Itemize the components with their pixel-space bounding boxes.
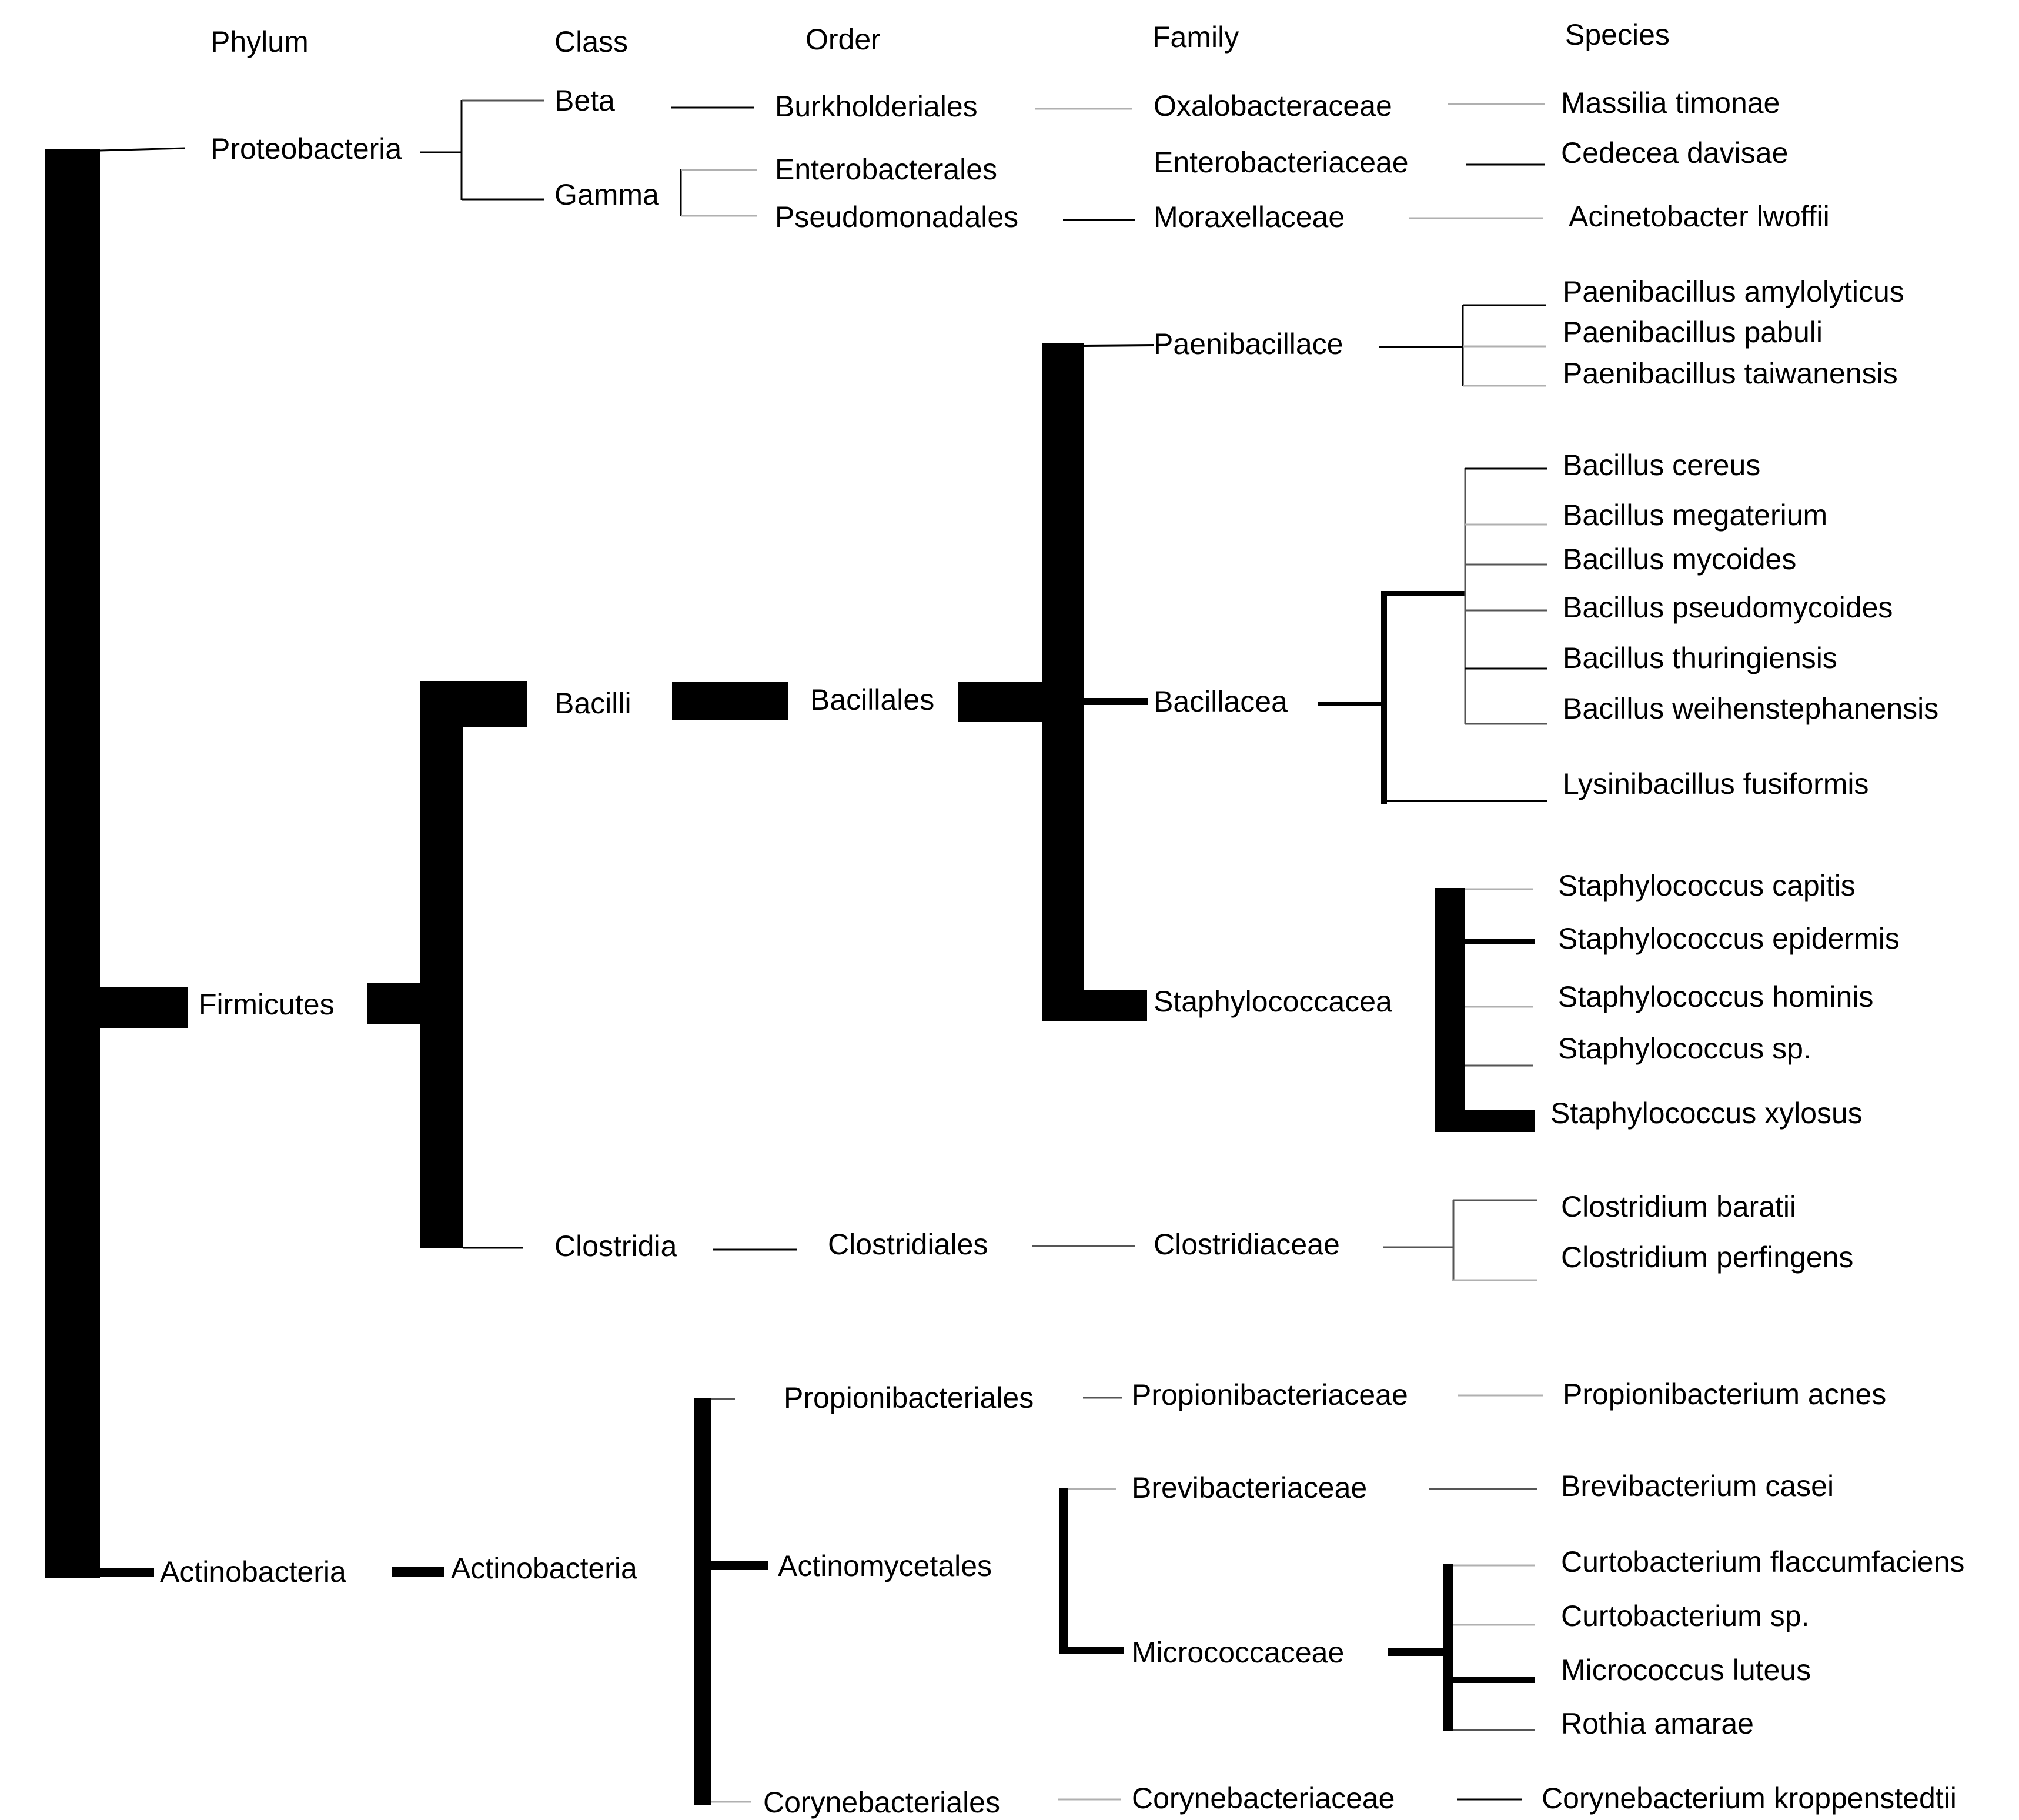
branch-bacilli-bacillales <box>672 682 788 720</box>
label-clostridiaceae: Clostridiaceae <box>1154 1228 1340 1261</box>
label-propionibacterium-acnes: Propionibacterium acnes <box>1563 1378 1886 1411</box>
branch-to-micrococcus-luteus <box>1453 1677 1535 1683</box>
label-micrococcaceae: Micrococcaceae <box>1132 1636 1344 1669</box>
branch-micrococcaceae-split <box>1443 1564 1453 1731</box>
label-proteobacteria: Proteobacteria <box>210 132 402 165</box>
tree-branches <box>45 99 1547 1805</box>
branch-micrococcaceae-stem <box>1388 1648 1449 1656</box>
phylum-labels: Proteobacteria Firmicutes Actinobacteria <box>160 132 402 1588</box>
label-propionibacteriaceae: Propionibacteriaceae <box>1132 1378 1408 1411</box>
class-labels: Beta Gamma Bacilli Clostridia Actinobact… <box>451 84 677 1585</box>
label-rothia-amarae: Rothia amarae <box>1561 1707 1754 1740</box>
label-corynebacteriaceae: Corynebacteriaceae <box>1132 1782 1395 1815</box>
label-paenibacillus-pabuli: Paenibacillus pabuli <box>1563 316 1823 349</box>
branch-root-actinobacteria <box>100 1568 154 1577</box>
label-bacilli: Bacilli <box>554 687 631 720</box>
branch-bacillacea-stem <box>1318 702 1386 706</box>
branch-to-paenibacillace <box>1083 344 1154 347</box>
label-staphylococcus-sp: Staphylococcus sp. <box>1558 1032 1811 1065</box>
label-bacillus-megaterium: Bacillus megaterium <box>1563 499 1827 532</box>
branch-to-micrococcaceae <box>1068 1647 1124 1654</box>
branch-to-bacillacea <box>1084 698 1148 705</box>
label-brevibacteriaceae: Brevibacteriaceae <box>1132 1471 1367 1504</box>
label-clostridium-baratii: Clostridium baratii <box>1561 1190 1796 1223</box>
branch-actinobacteria-split <box>694 1398 711 1805</box>
branch-bacillales-stem <box>958 682 1044 722</box>
label-bacillales: Bacillales <box>810 683 934 716</box>
branch-to-actinomycetales <box>711 1561 768 1570</box>
label-moraxellaceae: Moraxellaceae <box>1154 201 1345 233</box>
species-labels: Massilia timonae Cedecea davisae Acineto… <box>1542 86 1964 1815</box>
column-headers: Phylum Class Order Family Species <box>210 18 1670 58</box>
root-branch <box>45 149 100 1578</box>
label-propionibacteriales: Propionibacteriales <box>784 1381 1034 1414</box>
label-paenibacillace: Paenibacillace <box>1154 328 1343 360</box>
label-burkholderiales: Burkholderiales <box>775 90 978 123</box>
branch-staphylococcacea-split <box>1435 888 1465 1132</box>
branch-to-staphylococcacea <box>1084 990 1147 1021</box>
label-clostridium-perfingens: Clostridium perfingens <box>1561 1241 1853 1274</box>
label-massilia-timonae: Massilia timonae <box>1561 86 1780 119</box>
label-bacillus-cereus: Bacillus cereus <box>1563 449 1760 482</box>
branch-to-bacilli <box>420 681 527 727</box>
label-lysinibacillus-fusiformis: Lysinibacillus fusiformis <box>1563 767 1869 800</box>
label-paenibacillus-amylolyticus: Paenibacillus amylolyticus <box>1563 275 1904 308</box>
label-enterobacterales: Enterobacterales <box>775 153 997 186</box>
branch-root-proteobacteria <box>99 147 186 152</box>
label-cedecea-davisae: Cedecea davisae <box>1561 136 1788 169</box>
label-staphylococcus-capitis: Staphylococcus capitis <box>1558 869 1856 902</box>
branch-root-firmicutes <box>100 987 188 1028</box>
label-pseudomonadales: Pseudomonadales <box>775 201 1018 233</box>
label-paenibacillus-taiwanensis: Paenibacillus taiwanensis <box>1563 357 1898 390</box>
branch-to-staphylococcus-xylosus <box>1465 1110 1535 1132</box>
label-bacillus-weihenstephanensis: Bacillus weihenstephanensis <box>1563 692 1938 725</box>
branch-firmicutes-stem <box>367 983 423 1024</box>
branch-actinobacteria-phylum-class <box>392 1567 444 1577</box>
label-firmicutes: Firmicutes <box>199 988 335 1021</box>
label-actinobacteria-phylum: Actinobacteria <box>160 1555 346 1588</box>
family-labels: Oxalobacteraceae Enterobacteriaceae Mora… <box>1132 89 1409 1815</box>
label-beta: Beta <box>554 84 615 117</box>
label-acinetobacter-lwoffii: Acinetobacter lwoffii <box>1569 200 1830 233</box>
label-clostridia: Clostridia <box>554 1230 677 1263</box>
label-staphylococcus-epidermis: Staphylococcus epidermis <box>1558 922 1900 955</box>
label-bacillus-pseudomycoides: Bacillus pseudomycoides <box>1563 591 1893 624</box>
label-brevibacterium-casei: Brevibacterium casei <box>1561 1470 1834 1502</box>
label-curtobacterium-sp: Curtobacterium sp. <box>1561 1599 1809 1632</box>
branch-bacillacea-split <box>1381 591 1387 804</box>
header-class: Class <box>554 25 628 58</box>
label-staphylococcus-hominis: Staphylococcus hominis <box>1558 980 1873 1013</box>
label-staphylococcacea: Staphylococcacea <box>1154 985 1392 1018</box>
label-actinobacteria-class: Actinobacteria <box>451 1552 637 1585</box>
label-oxalobacteraceae: Oxalobacteraceae <box>1154 89 1392 122</box>
label-bacillus-thuringiensis: Bacillus thuringiensis <box>1563 642 1837 674</box>
label-clostridiales: Clostridiales <box>828 1228 988 1261</box>
label-bacillacea: Bacillacea <box>1154 685 1288 718</box>
header-family: Family <box>1152 21 1239 54</box>
branch-to-staphylococcus-epidermis <box>1465 939 1535 944</box>
label-corynebacteriales: Corynebacteriales <box>763 1786 1000 1819</box>
header-phylum: Phylum <box>210 25 309 58</box>
branch-firmicutes-split <box>420 681 463 1248</box>
label-staphylococcus-xylosus: Staphylococcus xylosus <box>1550 1097 1863 1130</box>
branch-bacillales-split <box>1042 343 1084 1021</box>
order-labels: Burkholderiales Enterobacterales Pseudom… <box>763 90 1034 1819</box>
label-enterobacteriaceae: Enterobacteriaceae <box>1154 146 1409 179</box>
header-species: Species <box>1565 18 1670 51</box>
label-actinomycetales: Actinomycetales <box>778 1549 992 1582</box>
label-bacillus-mycoides: Bacillus mycoides <box>1563 543 1796 576</box>
branch-actinomycetales-split <box>1059 1488 1068 1654</box>
header-order: Order <box>805 23 881 56</box>
label-curtobacterium-flaccumfaciens: Curtobacterium flaccumfaciens <box>1561 1545 1964 1578</box>
branch-to-bacillus-group <box>1381 591 1466 596</box>
label-corynebacterium-kroppenstedtii: Corynebacterium kroppenstedtii <box>1542 1782 1957 1815</box>
label-gamma: Gamma <box>554 178 659 211</box>
label-micrococcus-luteus: Micrococcus luteus <box>1561 1654 1811 1687</box>
